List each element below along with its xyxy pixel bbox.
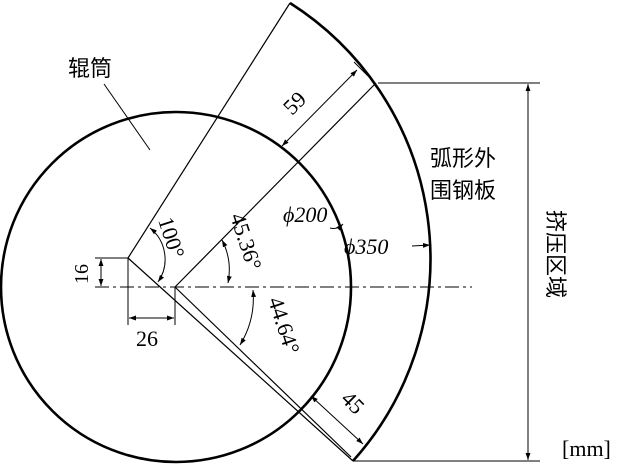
dim-26-label: 26	[136, 326, 158, 351]
roller-leader	[103, 83, 151, 151]
zone-lower-line	[174, 286, 352, 458]
angle-100-arc	[149, 227, 166, 283]
dim-59-tick	[353, 61, 369, 77]
angle-44-64-arc	[239, 289, 257, 346]
sector-lower-line	[127, 257, 354, 462]
unit-label: [mm]	[562, 436, 611, 461]
angle-45-36-arc	[221, 239, 232, 284]
dim-45-label: 45	[336, 386, 369, 419]
roller-label: 辊筒	[68, 57, 112, 82]
arc-plate-label-1: 弧形外	[430, 147, 496, 172]
extrusion-zone-label: 挤压区域	[542, 210, 567, 298]
dim-45-line	[310, 395, 364, 445]
dim-59-line	[281, 69, 358, 147]
arc-plate-label-2: 围钢板	[430, 179, 496, 204]
diameter-outer-leader	[411, 242, 431, 248]
angle-45-36-label: 45.36°	[225, 210, 267, 273]
outer-arc-plate	[289, 1, 432, 462]
dim-16-label: 16	[71, 264, 93, 284]
diameter-inner-leader	[329, 223, 344, 231]
dim-59-label: 59	[278, 86, 311, 119]
diameter-inner-label: ϕ200	[283, 202, 327, 227]
angle-44-64-label: 44.64°	[263, 294, 305, 357]
diameter-outer-label: ϕ350	[344, 234, 388, 259]
sector-upper-line	[127, 2, 291, 259]
angle-100-label: 100°	[153, 214, 190, 261]
